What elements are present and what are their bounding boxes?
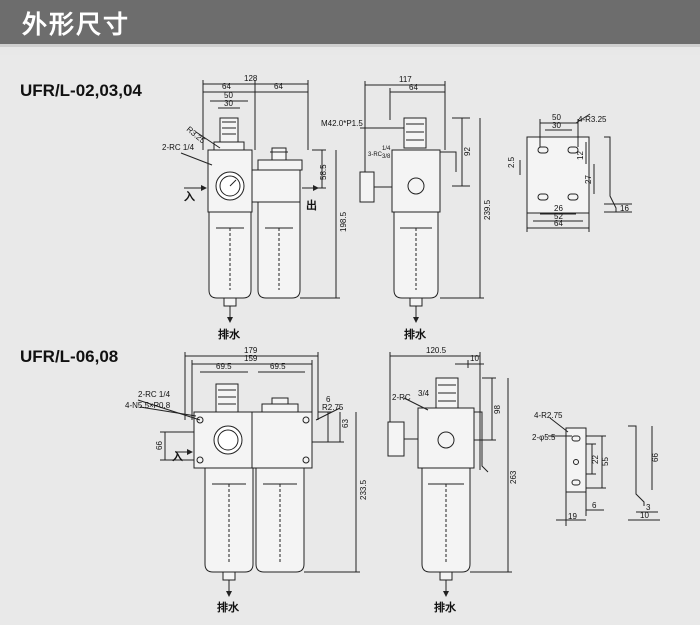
large-bracket-labels: 4-R2.75 2-φ5.5 22 55 66 19 6 3 10 [532, 411, 660, 521]
br-dim-30: 30 [552, 121, 561, 130]
lbr-dim-22: 22 [591, 455, 600, 464]
inlet-label-large: 入 [172, 450, 183, 463]
lbr-radius: 4-R2.75 [534, 411, 563, 420]
drain-label-large-side: 排水 [434, 600, 457, 614]
large-front-view [137, 352, 360, 597]
dim-239-5: 239.5 [483, 199, 492, 220]
small-side-labels: 117 64 M42.0*P1.5 3-RC 1/4 3/8 92 239.5 … [321, 75, 492, 341]
br-dim-50: 50 [552, 113, 561, 122]
br-holes: 4-R3.25 [578, 115, 607, 124]
side-port-label-large: 2-RC [392, 393, 411, 402]
br-dim-12: 12 [576, 151, 585, 160]
side-port-frac-top: 1/4 [382, 146, 391, 152]
drain-label: 排水 [218, 327, 241, 341]
large-side-labels: 120.5 10 2-RC 3/4 98 263 排水 [392, 346, 518, 614]
port-label: 2-RC 1/4 [162, 143, 195, 152]
dim-58-5: 58.5 [319, 164, 328, 180]
dim-69-5b: 69.5 [270, 362, 286, 371]
dim-117: 117 [399, 75, 412, 84]
holes-label: 4-N5.5×P0.8 [125, 401, 171, 410]
dim-10: 10 [470, 354, 479, 363]
dim-263: 263 [509, 470, 518, 484]
small-bracket-labels: 50 30 4-R3.25 2.5 12 27 26 52 64 16 [507, 113, 629, 228]
drain-label-side: 排水 [404, 327, 427, 341]
br-dim-27: 27 [584, 175, 593, 184]
dim-92: 92 [463, 147, 472, 156]
dim-66: 66 [155, 441, 164, 450]
lbr-holes: 2-φ5.5 [532, 433, 556, 442]
header-divider [0, 44, 700, 47]
dim-128: 128 [244, 74, 258, 83]
model-label-small: UFR/L-02,03,04 [20, 81, 142, 100]
br-dim-2-5: 2.5 [507, 156, 516, 168]
large-bracket-view [548, 417, 660, 526]
dim-30: 30 [224, 99, 233, 108]
dim-198-5: 198.5 [339, 211, 348, 232]
lbr-dim-66: 66 [651, 453, 660, 462]
port-label-large: 2-RC 1/4 [138, 390, 171, 399]
br-dim-26: 26 [554, 204, 563, 213]
thread-label: M42.0*P1.5 [321, 119, 363, 128]
model-label-large: UFR/L-06,08 [20, 347, 119, 366]
br-dim-16: 16 [620, 204, 629, 213]
br-dim-52: 52 [554, 212, 563, 221]
outlet-label: 出 [306, 198, 317, 212]
dim-120-5: 120.5 [426, 346, 447, 355]
br-dim-64: 64 [554, 219, 563, 228]
dim-64a: 64 [222, 82, 231, 91]
inlet-label: 入 [184, 190, 195, 203]
side-port-label: 3-RC [368, 152, 383, 158]
page-title: 外形尺寸 [22, 10, 131, 39]
drain-label-large: 排水 [217, 600, 240, 614]
lbr-dim-19: 19 [568, 512, 577, 521]
lbr-dim-6: 6 [592, 501, 597, 510]
small-side-view [359, 81, 484, 323]
lbr-dim-55: 55 [601, 457, 610, 466]
dim-63: 63 [341, 419, 350, 428]
dim-64b: 64 [274, 82, 283, 91]
radius-label-large: R2.75 [322, 403, 344, 412]
side-port-frac-bot: 3/8 [382, 154, 391, 160]
side-port-frac: 3/4 [418, 389, 430, 398]
large-side-view [387, 352, 512, 597]
dim-69-5a: 69.5 [216, 362, 232, 371]
small-bracket-view [519, 113, 632, 232]
dim-233-5: 233.5 [359, 479, 368, 500]
dim-6: 6 [326, 395, 331, 404]
dim-179: 179 [244, 346, 258, 355]
dim-50: 50 [224, 91, 233, 100]
header-bar: 外形尺寸 [0, 0, 700, 44]
dim-98: 98 [493, 405, 502, 414]
small-front-view [180, 80, 340, 323]
dim-159: 159 [244, 354, 258, 363]
dim-64: 64 [409, 83, 418, 92]
lbr-dim-3: 3 [646, 503, 651, 512]
large-front-labels: 179 159 69.5 69.5 2-RC 1/4 4-N5.5×P0.8 R… [125, 346, 368, 614]
lbr-dim-10: 10 [640, 511, 649, 520]
